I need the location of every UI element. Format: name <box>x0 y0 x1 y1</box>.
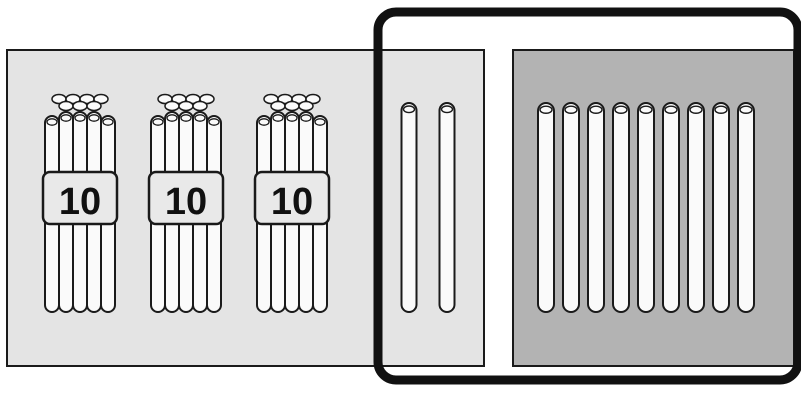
right-loose-sticks <box>538 103 754 312</box>
stick-cap <box>87 102 101 111</box>
stick-cap <box>299 102 313 111</box>
stick-cap <box>165 102 179 111</box>
stick-cap <box>179 102 193 111</box>
loose-stick <box>402 103 417 312</box>
bundle-label-band: 10 <box>149 172 223 224</box>
bundle-label: 10 <box>165 181 207 223</box>
loose-stick <box>713 103 729 312</box>
loose-stick <box>563 103 579 312</box>
loose-stick <box>738 103 754 312</box>
bundles-group: 10 10 10 <box>43 95 329 313</box>
loose-stick <box>613 103 629 312</box>
loose-stick <box>440 103 455 312</box>
loose-stick <box>688 103 704 312</box>
stick-cap <box>271 102 285 111</box>
bundle-of-ten: 10 <box>43 95 117 313</box>
bundle-label: 10 <box>271 181 313 223</box>
loose-stick <box>663 103 679 312</box>
bundle-label-band: 10 <box>43 172 117 224</box>
loose-stick <box>638 103 654 312</box>
loose-stick <box>588 103 604 312</box>
stick-cap <box>285 102 299 111</box>
bundle-of-ten: 10 <box>149 95 223 313</box>
stick-cap <box>193 102 207 111</box>
stick-cap <box>73 102 87 111</box>
stick-cap <box>59 102 73 111</box>
loose-stick <box>538 103 554 312</box>
bundle-label: 10 <box>59 181 101 223</box>
bundle-of-ten: 10 <box>255 95 329 313</box>
bundle-label-band: 10 <box>255 172 329 224</box>
